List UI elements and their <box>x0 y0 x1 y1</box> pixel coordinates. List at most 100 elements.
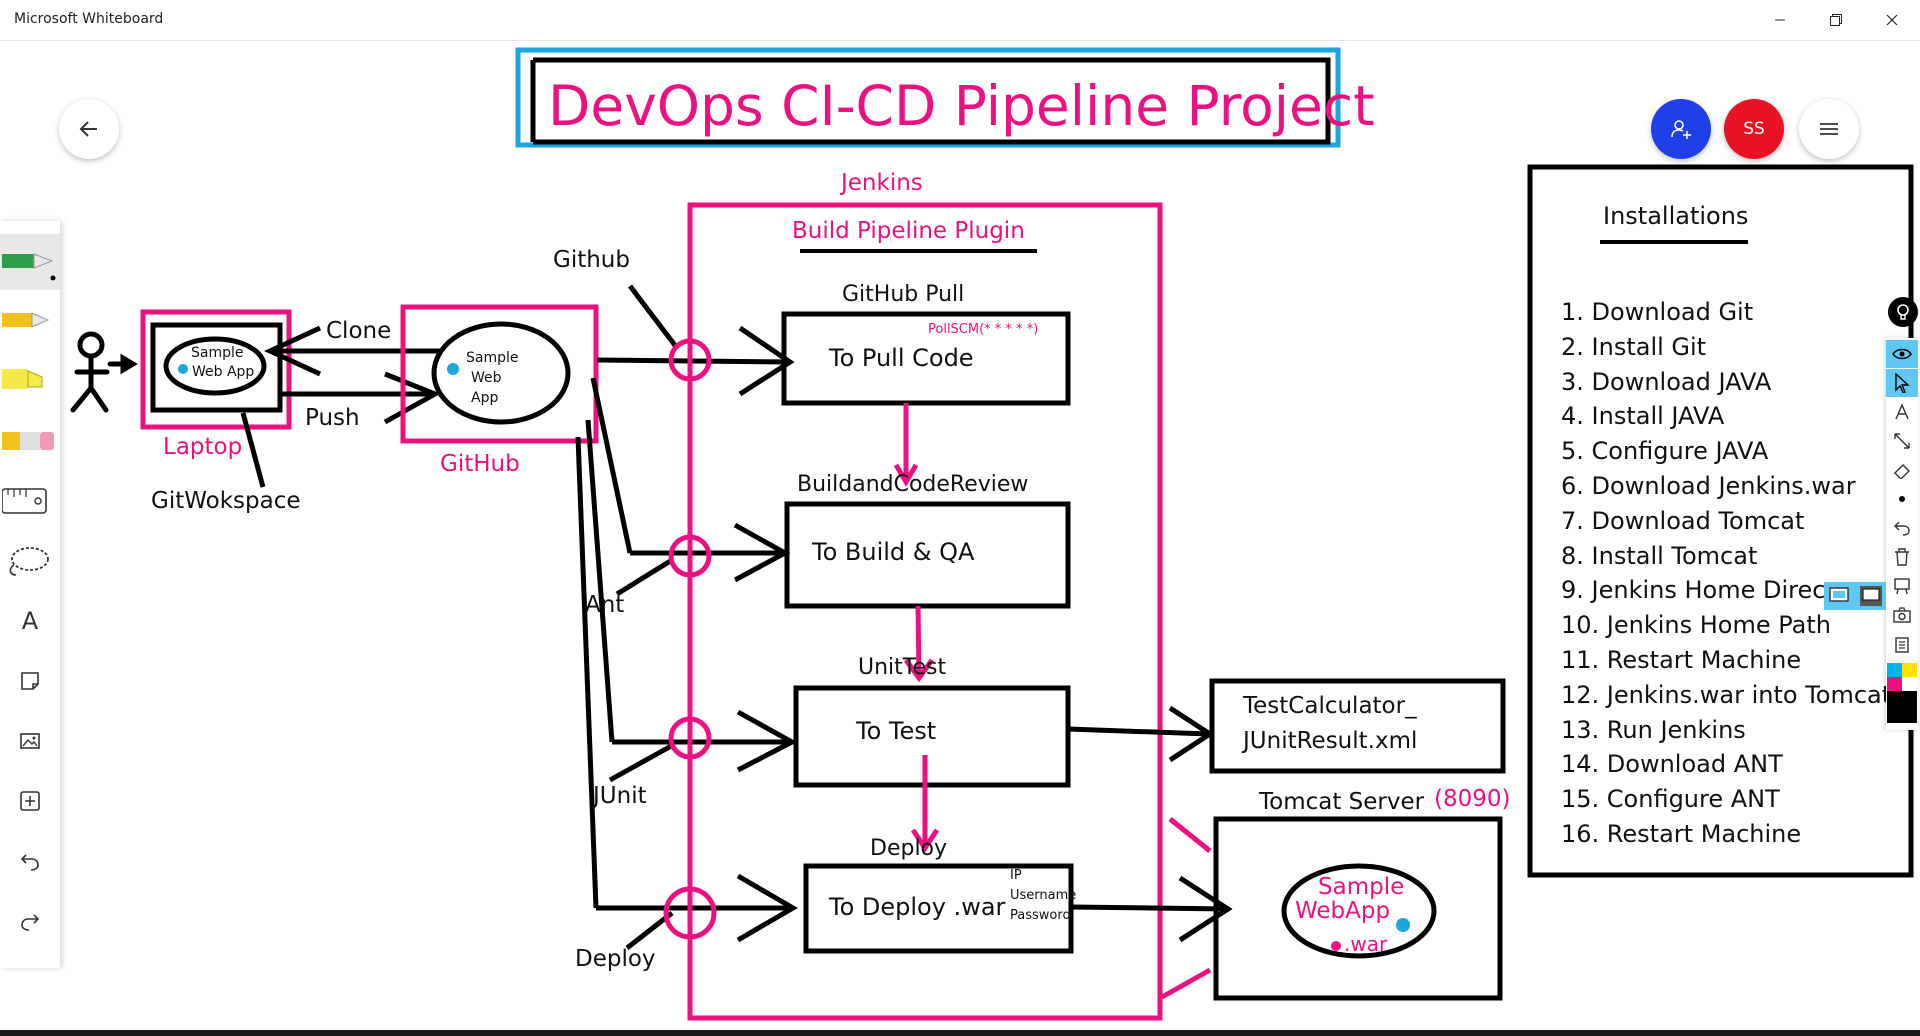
mini-clipboard[interactable] <box>1886 630 1918 658</box>
github-app-line1: Sample <box>466 350 519 366</box>
add-person-icon <box>1671 120 1691 139</box>
jenkins-label: Jenkins <box>841 170 923 196</box>
laptop-box <box>150 322 283 413</box>
tool-redo[interactable] <box>0 893 60 949</box>
cursor-icon <box>1895 373 1910 393</box>
installation-item: 16. Restart Machine <box>1561 820 1802 848</box>
dot-icon <box>1899 496 1905 502</box>
stage-box-deploy-text: To Deploy .war <box>829 893 1006 921</box>
jenkins-plugin-label: Build Pipeline Plugin <box>792 218 1025 244</box>
tool-undo[interactable] <box>0 833 60 889</box>
tool-text[interactable]: A <box>0 593 60 649</box>
tool-lasso[interactable] <box>0 533 60 589</box>
laptop-app-line1: Sample <box>191 345 244 361</box>
mini-eraser[interactable] <box>1886 456 1918 484</box>
stage-heading-pull: GitHub Pull <box>842 282 965 307</box>
tool-green-pen[interactable] <box>0 234 60 290</box>
tomcat-app-ellipse <box>1281 863 1437 959</box>
lasso-icon <box>9 547 49 576</box>
lightbulb-icon <box>1897 304 1909 320</box>
ruler-icon <box>2 488 47 514</box>
restore-button[interactable] <box>1808 0 1864 40</box>
installation-item: 7. Download Tomcat <box>1561 506 1805 535</box>
laptop-app-ellipse <box>163 336 267 396</box>
screen-mode-toggle[interactable] <box>1824 582 1886 610</box>
bulb-button[interactable] <box>1888 297 1918 327</box>
title-frame-black <box>530 57 1331 145</box>
installation-item: 12. Jenkins.war into Tomcat <box>1561 680 1892 709</box>
installation-item: 6. Download Jenkins.war <box>1561 472 1856 500</box>
mini-eye[interactable] <box>1886 340 1918 368</box>
arrow-left-icon <box>79 121 97 137</box>
workspace-pointer <box>240 412 266 488</box>
highlighter-icon <box>2 369 43 389</box>
font-icon <box>1895 403 1909 420</box>
mini-pointer[interactable] <box>1886 369 1918 397</box>
installation-item: 14. Download ANT <box>1561 750 1783 779</box>
add-icon <box>20 791 40 811</box>
tomcat-app-line1: Sample <box>1318 874 1405 900</box>
minimize-button[interactable] <box>1752 0 1808 40</box>
back-button[interactable] <box>59 99 119 159</box>
mini-camera[interactable] <box>1886 601 1918 629</box>
stage-heading-build: BuildandCodeReview <box>797 472 1029 497</box>
tomcat-connector-marks <box>1160 817 1212 1000</box>
stage-box-pull <box>781 311 1071 406</box>
installations-heading: Installations <box>1603 202 1749 230</box>
camera-icon <box>1893 607 1911 623</box>
tool-add[interactable] <box>0 773 60 829</box>
mini-dot[interactable] <box>1886 485 1918 513</box>
mini-line[interactable] <box>1886 427 1918 455</box>
tool-palette: A <box>0 221 60 968</box>
profile-avatar-button[interactable]: SS <box>1724 99 1784 159</box>
tomcat-box <box>1213 816 1503 1001</box>
undo-small-icon <box>1894 521 1910 536</box>
stage-heading-test: UnitTest <box>858 655 947 680</box>
mini-trash[interactable] <box>1886 543 1918 571</box>
close-button[interactable] <box>1864 0 1920 40</box>
tomcat-label: Tomcat Server <box>1259 789 1425 815</box>
tool-highlighter[interactable] <box>0 351 60 407</box>
tool-sticky-note[interactable] <box>0 653 60 709</box>
restore-icon <box>1830 14 1842 26</box>
menu-button[interactable] <box>1799 99 1859 159</box>
invite-button[interactable] <box>1651 99 1711 159</box>
deploy-arrow <box>1070 875 1233 943</box>
installation-item: 3. Download JAVA <box>1561 367 1772 396</box>
tool-image[interactable] <box>0 713 60 769</box>
pointer-toolbar <box>1886 338 1918 730</box>
deploy-note-ip: IP <box>1010 868 1022 883</box>
installation-item: 5. Configure JAVA <box>1561 437 1769 466</box>
laptop-label: Laptop <box>163 434 243 460</box>
laptop-app-dot <box>178 364 188 374</box>
trash-icon <box>1895 548 1909 566</box>
branch-label-deploy: Deploy <box>575 946 656 972</box>
stage-box-test-text: To Test <box>856 717 937 745</box>
clone-arrow <box>264 325 440 377</box>
jenkins-frame <box>687 202 1163 1021</box>
tomcat-port: (8090) <box>1434 786 1511 812</box>
stage-note-pollscm: PollSCM(* * * * *) <box>928 322 1039 337</box>
workspace-label: GitWokspace <box>151 488 301 514</box>
installation-item: 11. Restart Machine <box>1561 646 1802 674</box>
installation-item: 4. Install JAVA <box>1561 402 1725 431</box>
stage-box-build-text: To Build & QA <box>812 538 975 566</box>
text-icon: A <box>21 607 39 635</box>
tool-yellow-pen[interactable] <box>0 293 60 349</box>
tool-eraser[interactable] <box>0 413 60 469</box>
minimize-icon <box>1775 19 1785 21</box>
mini-text[interactable] <box>1886 398 1918 426</box>
github-label: GitHub <box>440 451 520 477</box>
hamburger-menu-icon <box>1820 123 1838 135</box>
test-result-line1: TestCalculator_ <box>1243 693 1417 719</box>
installation-item: 1. Download Git <box>1561 298 1754 326</box>
mini-undo[interactable] <box>1886 514 1918 542</box>
tool-ruler[interactable] <box>0 473 60 529</box>
mini-whiteboard[interactable] <box>1886 572 1918 600</box>
mini-color-swatch[interactable] <box>1886 662 1918 724</box>
stage-flow-arrows <box>893 403 940 853</box>
board-icon <box>1894 578 1910 595</box>
tomcat-app-dot <box>1396 918 1410 932</box>
profile-initials: SS <box>1743 119 1765 139</box>
